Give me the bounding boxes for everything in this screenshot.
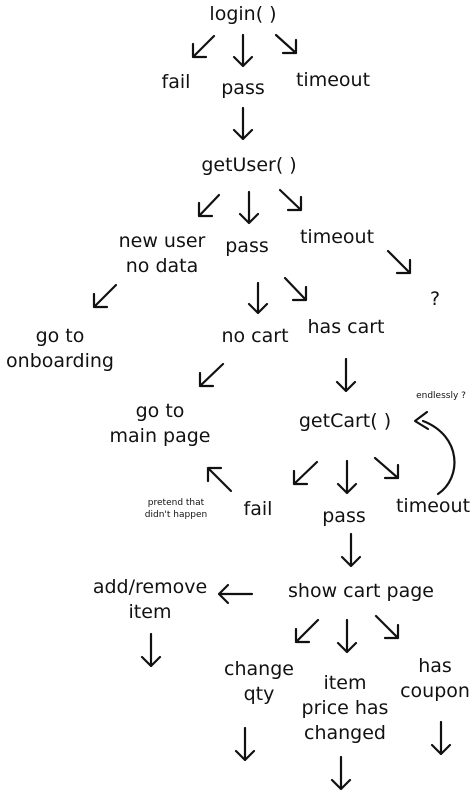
arrow-hascart-getcart: [335, 357, 357, 393]
arrow-login-fail: [191, 34, 216, 59]
arrow-addremove-down: [140, 632, 162, 668]
arrow-getuser-timeout: [278, 188, 303, 212]
arrow-showcart-addremove: [217, 583, 254, 605]
arrow-pass-getuser: [232, 106, 254, 141]
has-cart-node: has cart: [307, 316, 385, 338]
arrow-newuser-onboarding: [92, 283, 118, 309]
new-user-node: new user no data: [118, 230, 206, 277]
arrow-fail-pretend: [206, 466, 233, 493]
arrow-showcart-coupon: [374, 614, 400, 640]
unknown-outcome-node: ?: [429, 288, 441, 310]
arrow-getuser-newuser: [197, 193, 221, 218]
login-node: login( ): [209, 3, 277, 25]
change-qty-node: change qty: [224, 658, 294, 705]
getcart-timeout-node: timeout: [395, 495, 471, 517]
login-fail-node: fail: [161, 71, 191, 93]
arrow-timeout-unknown: [386, 249, 412, 275]
getuser-pass-node: pass: [225, 235, 269, 257]
main-page-node: go to main page: [109, 400, 211, 447]
no-cart-node: no cart: [221, 325, 289, 347]
arrow-nocart-mainpage: [198, 362, 225, 388]
arrow-getcart-fail: [292, 460, 319, 486]
arrow-changeqty-down: [234, 726, 256, 762]
arrow-price-down: [330, 755, 352, 791]
arrow-getcart-timeout: [373, 456, 400, 480]
arrow-getcart-pass: [336, 459, 358, 495]
onboarding-node: go to onboarding: [6, 325, 114, 372]
arrow-getuser-pass: [238, 190, 260, 225]
pretend-note: pretend that didn't happen: [144, 498, 208, 520]
show-cart-page-node: show cart page: [288, 580, 434, 602]
arrow-pass-showcart: [340, 532, 362, 568]
add-remove-item-node: add/remove item: [92, 576, 208, 623]
arrow-showcart-price: [336, 618, 358, 654]
getcart-fail-node: fail: [243, 498, 273, 520]
getcart-pass-node: pass: [322, 505, 366, 527]
has-coupon-node: has coupon: [400, 655, 470, 702]
price-changed-node: item price has changed: [301, 672, 389, 744]
getuser-node: getUser( ): [201, 154, 297, 176]
getuser-timeout-node: timeout: [299, 226, 375, 248]
arrow-pass-nocart: [247, 281, 269, 315]
getcart-node: getCart( ): [298, 410, 392, 432]
login-timeout-node: timeout: [295, 69, 371, 91]
arrow-login-timeout: [274, 33, 298, 55]
arrow-pass-hascart: [283, 276, 308, 302]
arrow-showcart-changeqty: [294, 618, 320, 644]
arrow-login-pass: [232, 33, 254, 68]
endlessly-note: endlessly ?: [416, 391, 466, 401]
login-pass-node: pass: [221, 77, 265, 99]
arrow-coupon-down: [430, 720, 452, 756]
arrow-getcart-retry-loop: [413, 410, 456, 496]
